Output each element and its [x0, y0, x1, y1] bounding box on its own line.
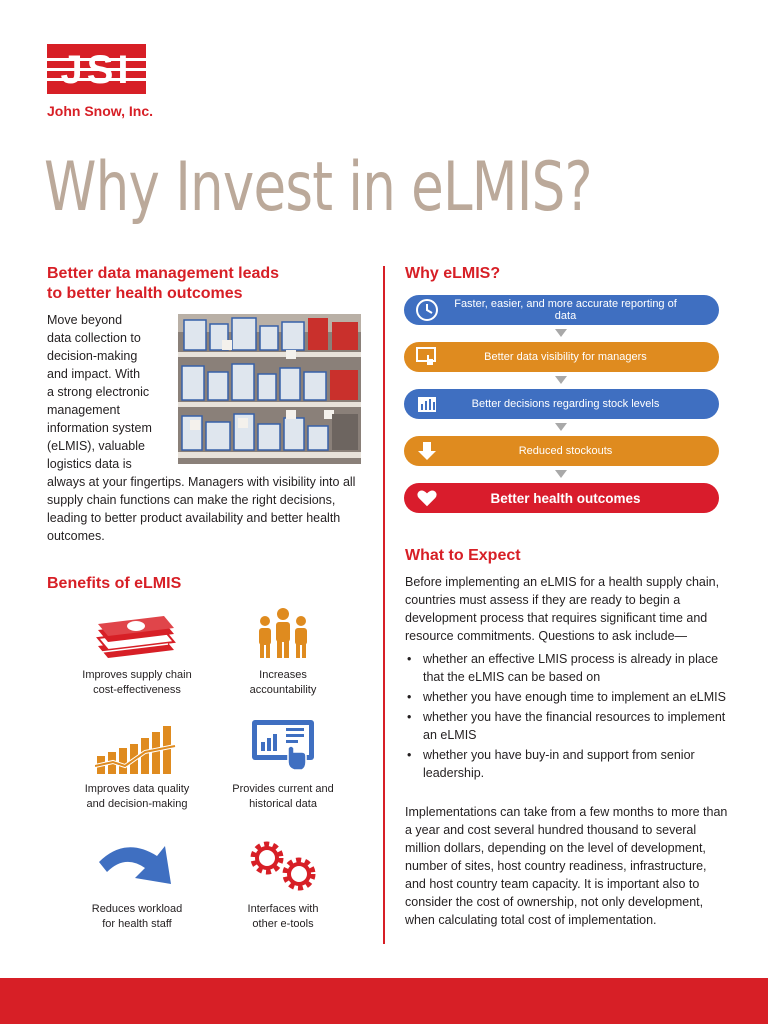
step-visibility: Better data visibility for managers — [404, 342, 719, 372]
benefit-caption-line: for health staff — [102, 918, 172, 930]
benefit-interfaces: Interfaces with other e-tools — [218, 838, 348, 932]
list-item: whether you have the financial resources… — [405, 708, 730, 744]
footer-bar — [0, 978, 768, 1024]
left-heading-line-2: to better health outcomes — [47, 285, 243, 302]
what-to-expect-heading: What to Expect — [405, 547, 521, 564]
benefit-data-quality: Improves data quality and decision-makin… — [72, 718, 202, 812]
logo-company-name: John Snow, Inc. — [47, 103, 154, 119]
left-heading-line-1: Better data management leads — [47, 265, 280, 282]
flow-arrow — [555, 329, 567, 337]
warehouse-shelves-photo — [178, 314, 361, 464]
benefit-current-historical-data: Provides current and historical data — [218, 718, 348, 812]
intro-line: information system — [47, 421, 152, 435]
bar-chart-growth-icon — [72, 718, 202, 774]
touch-screen-icon — [218, 718, 348, 774]
logo-letters: JSI — [60, 48, 133, 92]
heart-icon — [412, 483, 442, 513]
expect-outro-text: Implementations can take from a few mont… — [405, 805, 728, 927]
flow-arrow — [555, 423, 567, 431]
step-label: Better decisions regarding stock levels — [471, 398, 660, 410]
readiness-questions-list: whether an effective LMIS process is alr… — [405, 650, 730, 784]
clock-icon — [412, 295, 442, 325]
benefit-reduces-workload: Reduces workload for health staff — [72, 838, 202, 932]
jsi-logo-mark: JSI — [47, 44, 146, 94]
flow-arrow — [555, 376, 567, 384]
benefit-caption-line: Improves supply chain — [82, 669, 192, 681]
benefit-caption-line: other e-tools — [252, 918, 314, 930]
flow-arrow — [555, 470, 567, 478]
step-label: Reduced stockouts — [518, 445, 613, 457]
benefit-caption-line: Improves data quality — [84, 783, 190, 795]
list-item: whether an effective LMIS process is alr… — [405, 650, 730, 686]
step-label: Faster, easier, and more accurate report… — [454, 298, 677, 322]
intro-text-continued: always at your fingertips. Managers with… — [47, 475, 356, 543]
benefit-caption-line: Provides current and — [232, 783, 334, 795]
benefit-caption-line: and decision-making — [86, 798, 188, 810]
intro-line: logistics data is — [47, 457, 132, 471]
step-label: Better data visibility for managers — [484, 351, 647, 363]
list-item: whether you have buy-in and support from… — [405, 746, 730, 782]
step-reporting: Faster, easier, and more accurate report… — [404, 295, 719, 325]
intro-line: data collection to — [47, 331, 141, 345]
down-arrow-icon — [412, 436, 442, 466]
intro-line: (eLMIS), valuable — [47, 439, 145, 453]
intro-line: and impact. With — [47, 367, 141, 381]
benefit-caption-line: historical data — [249, 798, 317, 810]
benefit-caption-line: cost-effectiveness — [93, 684, 181, 696]
left-heading: Better data management leads to better h… — [47, 264, 367, 304]
bar-chart-icon — [412, 389, 442, 419]
intro-line: management — [47, 403, 120, 417]
money-stack-icon — [72, 604, 202, 660]
step-stockouts: Reduced stockouts — [404, 436, 719, 466]
benefit-caption-line: Increases — [259, 669, 307, 681]
intro-text-wrapped: Move beyond data collection to decision-… — [47, 311, 177, 473]
jsi-logo: JSI John Snow, Inc. — [47, 44, 157, 119]
gears-icon — [218, 838, 348, 894]
benefit-caption-line: accountability — [249, 684, 317, 696]
list-item: whether you have enough time to implemen… — [405, 688, 730, 706]
benefit-cost-effectiveness: Improves supply chain cost-effectiveness — [72, 604, 202, 698]
people-group-icon — [218, 604, 348, 660]
curved-arrow-icon — [72, 838, 202, 894]
intro-line: decision-making — [47, 349, 138, 363]
benefit-caption-line: Reduces workload — [91, 903, 183, 915]
step-health-outcomes: Better health outcomes — [404, 483, 719, 513]
column-divider — [383, 266, 385, 944]
why-elmis-heading: Why eLMIS? — [405, 265, 501, 282]
expect-intro-text: Before implementing an eLMIS for a healt… — [405, 575, 720, 643]
benefit-accountability: Increases accountability — [218, 604, 348, 698]
step-decisions: Better decisions regarding stock levels — [404, 389, 719, 419]
benefit-caption-line: Interfaces with — [247, 903, 319, 915]
step-label: Better health outcomes — [490, 490, 641, 506]
intro-line: a strong electronic — [47, 385, 150, 399]
benefits-heading: Benefits of eLMIS — [47, 575, 182, 592]
page-title: Why Invest in eLMIS? — [44, 148, 593, 227]
touch-screen-icon — [412, 342, 442, 372]
intro-line: Move beyond — [47, 313, 123, 327]
